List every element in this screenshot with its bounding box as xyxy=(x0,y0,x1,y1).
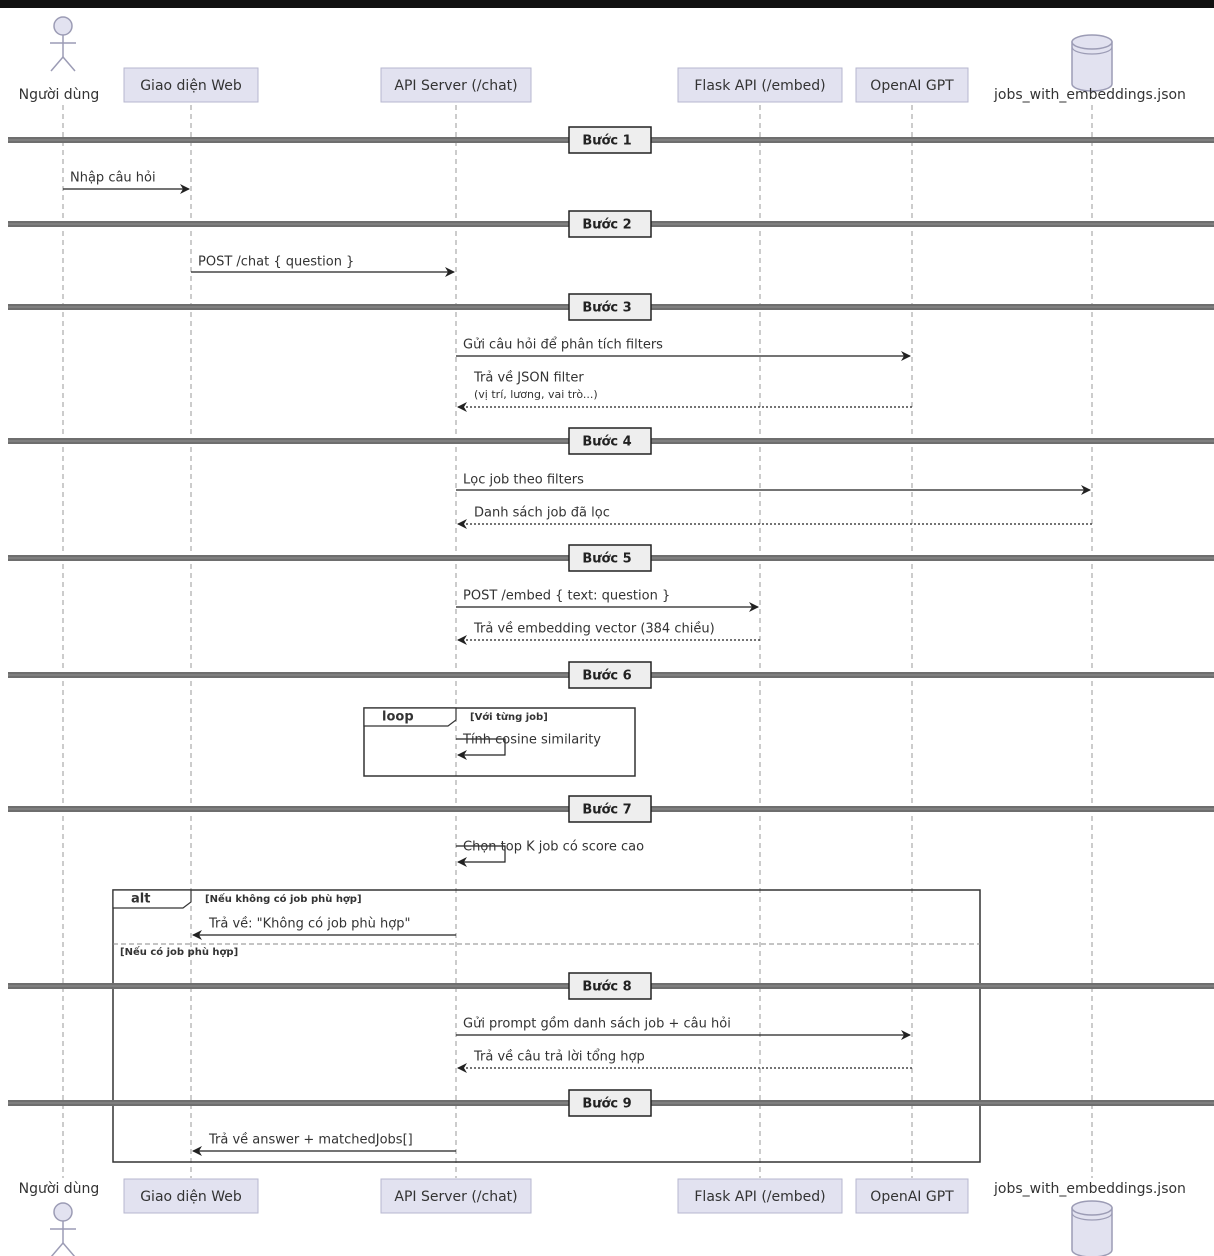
top-border xyxy=(0,0,1214,8)
participant-flask-top xyxy=(677,67,843,103)
message-m4-label-0: Trả về JSON filter xyxy=(473,371,584,386)
participant-user-top-label: Người dùng xyxy=(19,87,100,103)
fragment-loop-tab xyxy=(363,707,457,727)
participant-user-bottom-actor-leg-left-icon xyxy=(50,1242,64,1256)
fragment-alt-frame xyxy=(112,889,981,1163)
message-m2-label-0: POST /chat { question } xyxy=(198,255,354,270)
divider-step4-label: Bước 4 xyxy=(582,435,631,450)
participant-gpt-bottom-label: OpenAI GPT xyxy=(870,1189,954,1205)
participant-user-bottom-label: Người dùng xyxy=(19,1181,100,1197)
divider-step9-label: Bước 9 xyxy=(582,1097,631,1112)
message-m1-label-0: Nhập câu hỏi xyxy=(70,171,156,186)
participant-user-top-actor-head-icon xyxy=(53,16,73,36)
message-m11-label-0: Trả về: "Không có job phù hợp" xyxy=(208,917,410,932)
participant-flask-bottom-label: Flask API (/embed) xyxy=(694,1189,825,1205)
message-m4-label-1: (vị trí, lương, vai trò...) xyxy=(474,388,598,401)
divider-step3-label: Bước 3 xyxy=(582,301,631,316)
divider-step8-label: Bước 8 xyxy=(582,980,631,995)
fragment-alt-else-condition: [Nếu có job phù hợp] xyxy=(120,945,238,958)
participant-web-bottom-label: Giao diện Web xyxy=(140,1189,242,1205)
divider-step7-label: Bước 7 xyxy=(582,803,631,818)
message-m6-label-0: Danh sách job đã lọc xyxy=(474,506,610,521)
participant-user-top-actor-leg-right-icon xyxy=(62,56,76,72)
message-m10-label: Chọn top K job có score cao xyxy=(463,840,644,855)
message-m3-label-0: Gửi câu hỏi để phân tích filters xyxy=(463,338,663,353)
divider-step5-label-box xyxy=(568,544,652,572)
participant-gpt-top-label: OpenAI GPT xyxy=(870,78,954,94)
fragment-loop-keyword: loop xyxy=(382,710,414,725)
participant-api-bottom-label: API Server (/chat) xyxy=(394,1189,517,1205)
divider-step5-label: Bước 5 xyxy=(582,552,631,567)
divider-step6-label-box xyxy=(568,661,652,689)
divider-step1-label: Bước 1 xyxy=(582,134,631,149)
divider-step3-label-box xyxy=(568,293,652,321)
participant-user-bottom-actor-head-icon xyxy=(53,1202,73,1222)
divider-step1-label-box xyxy=(568,126,652,154)
fragment-loop-condition: [Với từng job] xyxy=(470,711,548,723)
participant-user-bottom-actor-leg-right-icon xyxy=(62,1242,76,1256)
divider-step2-label: Bước 2 xyxy=(582,218,631,233)
participant-db-top-icon xyxy=(1071,34,1113,92)
participant-gpt-bottom xyxy=(855,1178,969,1214)
participant-gpt-top xyxy=(855,67,969,103)
message-m14-label-0: Trả về answer + matchedJobs[] xyxy=(208,1133,413,1148)
message-m12-label-0: Gửi prompt gồm danh sách job + câu hỏi xyxy=(463,1017,731,1032)
participant-db-bottom-label: jobs_with_embeddings.json xyxy=(993,1181,1186,1197)
participant-user-top-actor-leg-left-icon xyxy=(50,56,64,72)
message-m5-label-0: Lọc job theo filters xyxy=(463,473,584,488)
divider-step4-label-box xyxy=(568,427,652,455)
message-m13-label-0: Trả về câu trả lời tổng hợp xyxy=(473,1050,645,1065)
fragment-loop-frame xyxy=(363,707,636,777)
divider-step9-label-box xyxy=(568,1089,652,1117)
participant-api-top-label: API Server (/chat) xyxy=(394,78,517,94)
message-m7-label-0: POST /embed { text: question } xyxy=(463,589,670,604)
message-m8-label-0: Trả về embedding vector (384 chiều) xyxy=(473,622,715,637)
divider-step8-label-box xyxy=(568,972,652,1000)
participant-web-top-label: Giao diện Web xyxy=(140,78,242,94)
participant-db-bottom-icon xyxy=(1071,1200,1113,1256)
participant-flask-bottom xyxy=(677,1178,843,1214)
divider-step6-label: Bước 6 xyxy=(582,669,631,684)
participant-flask-top-label: Flask API (/embed) xyxy=(694,78,825,94)
participant-web-bottom xyxy=(123,1178,259,1214)
fragment-alt-condition: [Nếu không có job phù hợp] xyxy=(205,892,362,905)
participant-web-top xyxy=(123,67,259,103)
message-m9-label: Tính cosine similarity xyxy=(462,733,601,748)
participant-db-top-label: jobs_with_embeddings.json xyxy=(993,87,1186,103)
participant-api-bottom xyxy=(380,1178,532,1214)
message-m9-arrow xyxy=(456,738,506,760)
participant-api-top xyxy=(380,67,532,103)
divider-step2-label-box xyxy=(568,210,652,238)
divider-step7-label-box xyxy=(568,795,652,823)
message-m10-arrow xyxy=(456,845,506,867)
fragment-alt-tab xyxy=(112,889,192,909)
fragment-alt-keyword: alt xyxy=(131,892,150,907)
